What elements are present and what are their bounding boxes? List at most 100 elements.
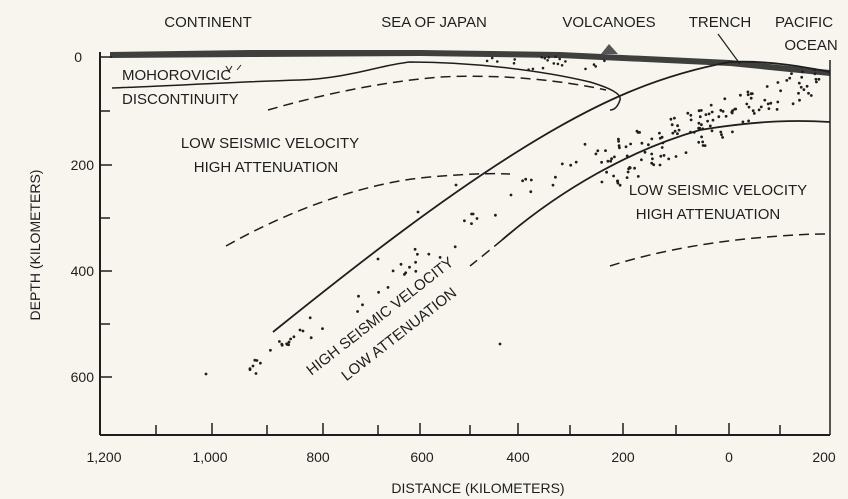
- earthquake-dot: [605, 170, 608, 174]
- earthquake-dot: [574, 160, 578, 164]
- slab-top-line: [272, 60, 831, 333]
- earthquake-dot: [798, 98, 801, 102]
- earthquake-dot: [408, 265, 411, 269]
- earthquake-dot: [541, 66, 545, 70]
- earthquake-dot: [248, 367, 252, 371]
- earthquake-dot: [651, 157, 654, 161]
- earthquake-dot: [356, 310, 359, 313]
- y-tick-label-0: 0: [74, 49, 82, 65]
- earthquake-dot: [361, 303, 364, 307]
- earthquake-dot: [635, 129, 639, 133]
- earthquake-dot: [706, 119, 709, 123]
- earthquake-dot: [785, 79, 789, 82]
- earthquake-dot: [790, 72, 793, 75]
- earthquake-dot: [807, 91, 810, 95]
- earthquake-dot: [604, 149, 607, 153]
- earthquake-dot: [711, 118, 715, 122]
- earthquake-dot: [438, 256, 442, 259]
- earthquake-dot: [697, 126, 700, 130]
- earthquake-dot: [747, 105, 751, 109]
- earthquake-dot: [416, 252, 419, 256]
- earthquake-dot: [701, 127, 705, 131]
- earthquake-dot: [606, 159, 610, 163]
- y-tick-label-400: 400: [71, 263, 95, 279]
- earthquake-dot: [676, 124, 679, 128]
- x-tick-label-800: 800: [306, 449, 330, 465]
- trench-pointer: [717, 33, 741, 65]
- earthquake-dot: [546, 59, 549, 62]
- earthquake-dot: [280, 343, 284, 347]
- earthquake-dot: [677, 128, 681, 132]
- earthquake-dot: [815, 80, 818, 84]
- earthquake-dot: [643, 150, 647, 154]
- earthquake-dot: [416, 210, 420, 214]
- earthquake-dot: [749, 96, 753, 100]
- earthquake-dot: [251, 364, 255, 368]
- earthquake-dot: [759, 105, 763, 109]
- earthquake-dot: [699, 109, 703, 112]
- earthquake-dot: [700, 135, 703, 139]
- earthquake-dot: [529, 178, 533, 182]
- earthquake-dot: [667, 157, 671, 161]
- trench-label: TRENCH: [689, 14, 752, 31]
- earthquake-dot: [745, 102, 749, 106]
- earthquake-dot: [813, 68, 817, 71]
- earthquake-dot: [671, 131, 675, 135]
- y-tick-label-200: 200: [71, 157, 95, 173]
- earthquake-dot: [463, 219, 466, 223]
- x-tick-label-200-right: 200: [812, 449, 836, 465]
- earthquake-dot: [674, 155, 678, 158]
- earthquake-dot: [475, 217, 479, 220]
- earthquake-dot: [698, 115, 702, 119]
- earthquake-dot: [730, 111, 734, 115]
- slab-bottom-line: [501, 120, 831, 241]
- earthquake-dot: [720, 133, 723, 137]
- earthquake-dot: [701, 140, 705, 144]
- earthquake-dot: [603, 59, 606, 63]
- earthquake-dot: [650, 152, 654, 156]
- earthquake-dot: [697, 140, 701, 144]
- earthquake-dot: [377, 290, 380, 294]
- earthquake-dot: [414, 269, 418, 273]
- earthquake-dot: [569, 163, 573, 167]
- earthquake-dot: [652, 163, 656, 167]
- pacific-label: PACIFIC: [775, 14, 833, 31]
- earthquake-dot: [701, 144, 705, 147]
- earthquake-dot: [809, 94, 813, 97]
- earthquake-dot: [710, 129, 714, 133]
- earthquake-dot: [763, 98, 767, 102]
- earthquake-dot: [650, 137, 654, 141]
- earthquake-dot: [710, 110, 714, 114]
- ocean-label: OCEAN: [784, 37, 837, 54]
- earthquake-dot: [673, 129, 677, 133]
- earthquake-dot: [662, 154, 666, 157]
- earthquake-dot: [704, 113, 708, 116]
- earthquake-dot: [721, 110, 725, 113]
- earthquake-dot: [308, 316, 312, 320]
- y-ticks: [100, 56, 112, 378]
- sea-of-japan-label: SEA OF JAPAN: [381, 14, 487, 31]
- earthquake-dot: [797, 81, 801, 85]
- x-ticks: [99, 423, 781, 435]
- earthquake-dot: [498, 342, 502, 346]
- earthquake-dot: [746, 90, 750, 94]
- earthquake-dot: [298, 328, 302, 332]
- earthquake-dot: [609, 159, 613, 163]
- earthquake-dot: [496, 60, 499, 63]
- earthquake-dot: [470, 212, 473, 216]
- earthquake-dot: [269, 348, 272, 352]
- earthquake-dot: [617, 144, 621, 148]
- earthquake-dot: [747, 119, 750, 123]
- earthquake-dot: [414, 260, 417, 264]
- earthquake-dot: [531, 67, 535, 71]
- earthquake-dot: [739, 93, 742, 97]
- earthquake-dot: [757, 108, 761, 112]
- surface-crust: [110, 44, 830, 76]
- earthquake-dot: [802, 88, 806, 91]
- x-axis-title: DISTANCE (KILOMETERS): [391, 480, 564, 496]
- earthquake-dot: [629, 142, 632, 146]
- earthquake-dot: [470, 222, 473, 226]
- earthquake-dot: [719, 108, 723, 112]
- earthquake-dot: [775, 108, 779, 111]
- low-velocity-right-line1: LOW SEISMIC VELOCITY: [629, 182, 807, 199]
